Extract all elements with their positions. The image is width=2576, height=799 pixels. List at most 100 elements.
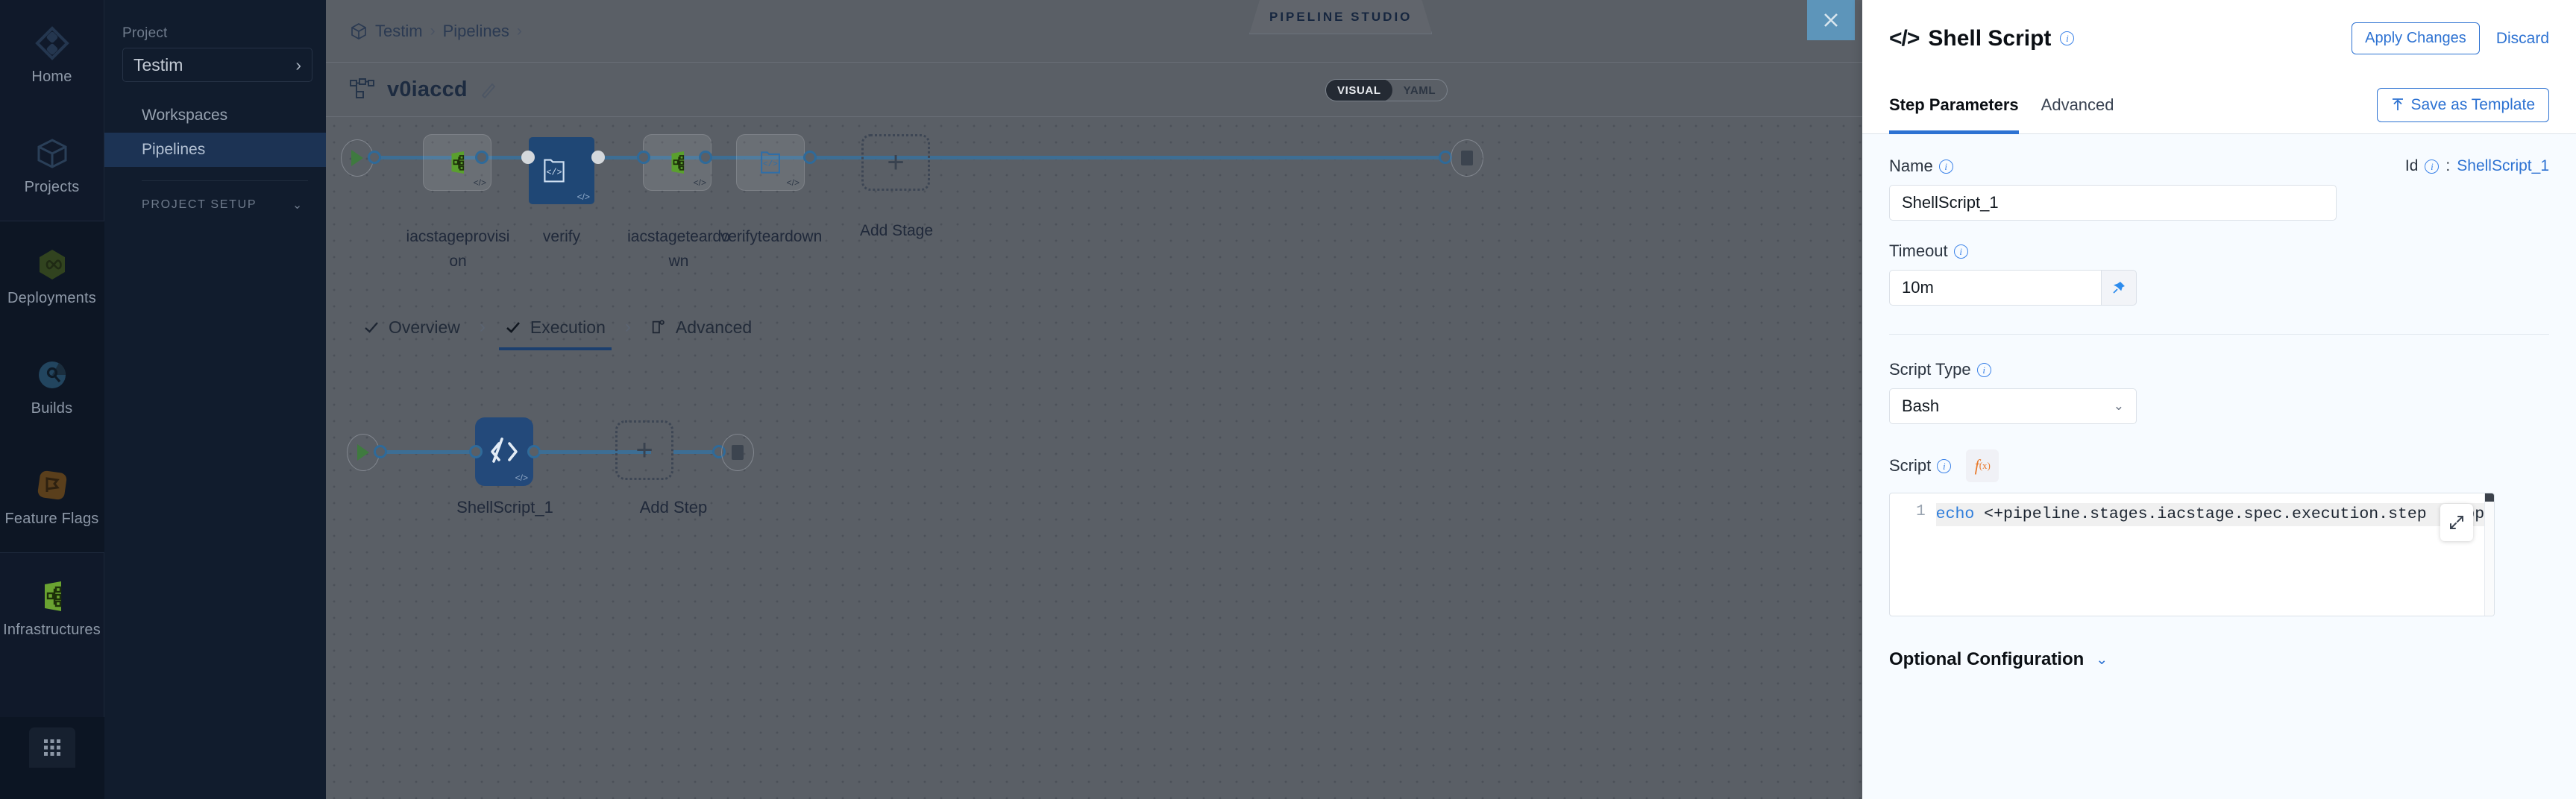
info-icon[interactable]: i: [1976, 362, 1991, 377]
stage-badge: </>: [786, 177, 799, 188]
stage-badge: </>: [577, 192, 590, 202]
optional-configuration-toggle[interactable]: Optional Configuration ⌄: [1889, 649, 2549, 670]
script-editor[interactable]: 1 echo <+pipeline.stages.iacstage.spec.e…: [1889, 493, 2495, 616]
step-node-shellscript-1[interactable]: </>: [475, 417, 533, 486]
rail-item-infrastructures[interactable]: Infrastructures: [0, 553, 104, 663]
chevron-right-icon: ›: [295, 54, 301, 75]
id-value[interactable]: ShellScript_1: [2457, 157, 2549, 174]
panel-header: </> Shell Script i Apply Changes Discard: [1862, 0, 2576, 77]
pencil-icon[interactable]: [480, 80, 497, 98]
info-icon[interactable]: i: [2060, 31, 2075, 45]
tab-advanced[interactable]: Advanced: [631, 304, 771, 350]
rail-item-label: Home: [31, 68, 72, 85]
grid-apps-button[interactable]: [29, 727, 75, 768]
tab-advanced[interactable]: Advanced: [2041, 95, 2114, 114]
expand-editor-button[interactable]: [2440, 504, 2473, 541]
rail-item-home[interactable]: Home: [0, 0, 104, 110]
chevron-down-icon: ⌄: [2113, 399, 2124, 413]
expression-fx-button[interactable]: f(x): [1966, 449, 1999, 482]
stage-graph: </> iacstageprovision </> </> verify: [326, 134, 2576, 285]
expand-fullscreen-icon: [2450, 516, 2463, 529]
timeout-input[interactable]: 10m: [1889, 270, 2101, 306]
timeout-label-group: Timeout i: [1889, 241, 2549, 261]
rail-item-feature-flags[interactable]: Feature Flags: [0, 442, 104, 552]
editor-code-line: echo <+pipeline.stages.iacstage.spec.exe…: [1935, 503, 2494, 527]
apply-changes-button[interactable]: Apply Changes: [2352, 22, 2480, 54]
stage-port: [699, 151, 712, 164]
save-as-template-button[interactable]: Save as Template: [2377, 88, 2549, 122]
id-label: Id: [2404, 157, 2419, 174]
step-badge: </>: [515, 473, 528, 483]
name-input[interactable]: ShellScript_1: [1889, 185, 2337, 221]
step-details-panel: </> Shell Script i Apply Changes Discard…: [1862, 0, 2576, 799]
svg-text:</>: </>: [546, 167, 562, 177]
sidebar-item-workspaces[interactable]: Workspaces: [104, 98, 326, 133]
chevron-right-icon: ›: [624, 317, 631, 337]
step-connector: [673, 450, 718, 454]
timeout-label: Timeout: [1889, 241, 1948, 260]
add-step-button[interactable]: +: [615, 420, 673, 480]
name-label: Name: [1889, 157, 1933, 175]
editor-code-area[interactable]: echo <+pipeline.stages.iacstage.spec.exe…: [1935, 493, 2494, 616]
scrollbar-thumb[interactable]: [2485, 493, 2494, 502]
editor-scrollbar[interactable]: [2484, 493, 2494, 616]
stage-label: iacstageteardown: [627, 228, 730, 270]
panel-body: Name i Id i : ShellScript_1 ShellScript_…: [1862, 134, 2576, 670]
tab-overview[interactable]: Overview: [344, 304, 480, 350]
shell-script-icon: </>: [761, 151, 780, 174]
project-label: Project: [122, 25, 168, 41]
panel-tabs: Step Parameters Advanced: [1889, 77, 2114, 134]
step-connector: [378, 450, 475, 454]
tab-step-parameters[interactable]: Step Parameters: [1889, 77, 2019, 134]
script-label: Script: [1889, 456, 1932, 475]
toggle-option-visual[interactable]: VISUAL: [1326, 80, 1392, 101]
advanced-gear-doc-icon: [652, 320, 665, 334]
info-icon[interactable]: i: [1938, 159, 1953, 174]
step-connector: [539, 450, 651, 454]
shell-script-icon: </>: [544, 159, 565, 183]
play-icon: [357, 444, 369, 461]
rail-item-projects[interactable]: Projects: [0, 110, 104, 221]
optional-configuration-label: Optional Configuration: [1889, 649, 2085, 669]
cube-icon: [37, 138, 66, 168]
breadcrumb-item-pipelines[interactable]: Pipelines: [442, 21, 509, 40]
info-icon[interactable]: i: [1953, 244, 1968, 259]
sidebar-item-pipelines[interactable]: Pipelines: [104, 133, 326, 167]
breadcrumb-item-project[interactable]: Testim: [375, 21, 423, 40]
flag-icon: [37, 470, 66, 499]
step-config-tabs: Overview › Execution › Advanced: [344, 304, 771, 350]
save-as-template-label: Save as Template: [2410, 96, 2535, 113]
rail-item-builds[interactable]: Builds: [0, 332, 104, 442]
stage-node-verifyteardown[interactable]: </> </>: [736, 134, 805, 191]
upload-template-icon: [2393, 98, 2404, 110]
tab-label: Advanced: [675, 317, 753, 337]
add-stage-button[interactable]: +: [861, 134, 930, 191]
pin-button[interactable]: [2101, 270, 2137, 306]
infrastructure-icon: [451, 151, 465, 174]
sidebar-section-project-setup[interactable]: PROJECT SETUP ⌄: [104, 181, 326, 212]
tab-execution[interactable]: Execution: [486, 304, 625, 350]
project-selector[interactable]: Testim ›: [122, 48, 312, 82]
script-type-select[interactable]: Bash ⌄: [1889, 388, 2137, 424]
discard-button[interactable]: Discard: [2495, 29, 2549, 47]
close-panel-button[interactable]: [1807, 0, 1855, 40]
panel-header-actions: Apply Changes Discard: [2352, 22, 2549, 54]
chevron-down-icon: ⌄: [2096, 651, 2108, 668]
info-icon[interactable]: i: [1937, 458, 1952, 473]
view-mode-toggle[interactable]: VISUAL YAML: [1325, 79, 1448, 101]
stage-label: iacstageprovision: [406, 228, 510, 270]
toggle-option-yaml[interactable]: YAML: [1403, 83, 1436, 97]
pipeline-studio-badge: PIPELINE STUDIO: [1249, 0, 1432, 34]
stage-port: [475, 151, 489, 164]
home-diamond-icon: [34, 25, 69, 60]
rail-item-deployments[interactable]: Deployments: [0, 221, 104, 332]
stage-node-verify[interactable]: </> </>: [529, 137, 594, 204]
step-port: [374, 445, 387, 458]
stage-label: verify: [542, 228, 581, 245]
step-port: [469, 445, 483, 458]
rail-item-label: Projects: [24, 178, 80, 195]
info-icon[interactable]: i: [2425, 159, 2440, 174]
pin-icon: [2113, 282, 2125, 294]
stage-port: [591, 151, 605, 164]
infinity-hex-icon: [39, 249, 65, 280]
